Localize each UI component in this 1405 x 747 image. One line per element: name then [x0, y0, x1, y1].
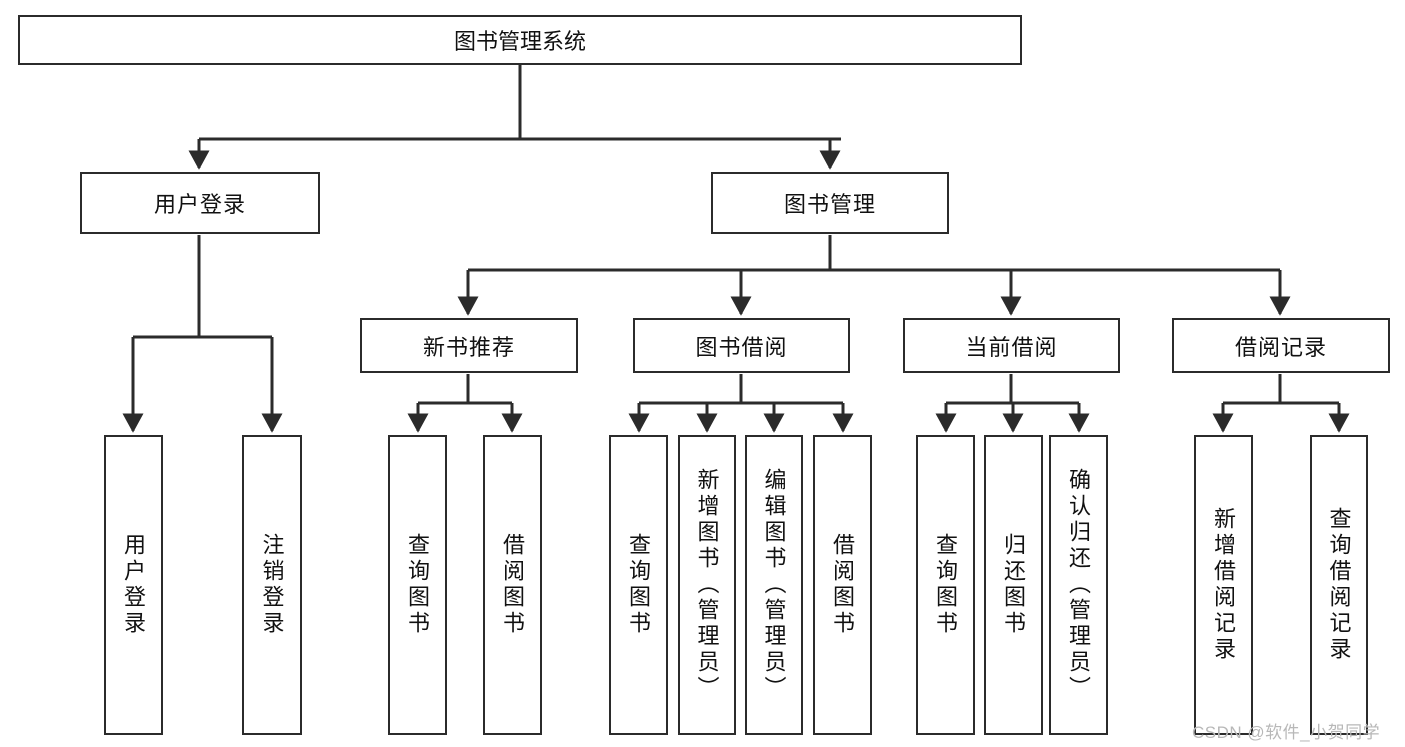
leaf-query-book-newbook[interactable]: 查询图书 [388, 435, 447, 735]
leaf-add-book-admin-label: 新增图书（管理员） [694, 468, 720, 702]
node-current-borrow-label: 当前借阅 [965, 334, 1058, 360]
node-new-book-recommend-label: 新书推荐 [422, 334, 515, 360]
leaf-return-book-label: 归还图书 [1001, 533, 1027, 637]
csdn-watermark: CSDN @软件_小贺同学 [1192, 723, 1381, 742]
leaf-edit-book-admin[interactable]: 编辑图书（管理员） [745, 435, 803, 735]
leaf-return-book[interactable]: 归还图书 [984, 435, 1043, 735]
leaf-add-book-admin[interactable]: 新增图书（管理员） [678, 435, 736, 735]
node-book-borrow[interactable]: 图书借阅 [633, 318, 850, 373]
leaf-query-book-current[interactable]: 查询图书 [916, 435, 975, 735]
leaf-query-borrow-record[interactable]: 查询借阅记录 [1310, 435, 1368, 735]
leaf-user-login[interactable]: 用户登录 [104, 435, 163, 735]
node-book-borrow-label: 图书借阅 [695, 334, 788, 360]
leaf-confirm-return-admin-label: 确认归还（管理员） [1066, 468, 1092, 702]
node-root-system[interactable]: 图书管理系统 [18, 15, 1022, 65]
node-current-borrow[interactable]: 当前借阅 [903, 318, 1120, 373]
node-borrow-record[interactable]: 借阅记录 [1172, 318, 1390, 373]
leaf-query-borrow-record-label: 查询借阅记录 [1326, 507, 1352, 663]
leaf-query-book-borrow-label: 查询图书 [626, 533, 652, 637]
leaf-logout[interactable]: 注销登录 [242, 435, 302, 735]
node-user-login[interactable]: 用户登录 [80, 172, 320, 234]
leaf-user-login-label: 用户登录 [121, 533, 147, 637]
leaf-borrow-book[interactable]: 借阅图书 [813, 435, 872, 735]
leaf-query-book-borrow[interactable]: 查询图书 [609, 435, 668, 735]
leaf-logout-label: 注销登录 [259, 533, 285, 637]
leaf-add-borrow-record-label: 新增借阅记录 [1211, 507, 1237, 663]
node-book-management[interactable]: 图书管理 [711, 172, 949, 234]
node-root-label: 图书管理系统 [453, 29, 586, 54]
node-user-login-label: 用户登录 [153, 192, 246, 217]
leaf-query-book-newbook-label: 查询图书 [405, 533, 431, 637]
leaf-borrow-book-newbook[interactable]: 借阅图书 [483, 435, 542, 735]
node-book-management-label: 图书管理 [783, 192, 876, 217]
node-borrow-record-label: 借阅记录 [1234, 334, 1327, 360]
leaf-confirm-return-admin[interactable]: 确认归还（管理员） [1049, 435, 1108, 735]
leaf-query-book-current-label: 查询图书 [933, 533, 959, 637]
leaf-borrow-book-newbook-label: 借阅图书 [500, 533, 526, 637]
node-new-book-recommend[interactable]: 新书推荐 [360, 318, 578, 373]
leaf-edit-book-admin-label: 编辑图书（管理员） [761, 468, 787, 702]
leaf-add-borrow-record[interactable]: 新增借阅记录 [1194, 435, 1253, 735]
leaf-borrow-book-label: 借阅图书 [830, 533, 856, 637]
